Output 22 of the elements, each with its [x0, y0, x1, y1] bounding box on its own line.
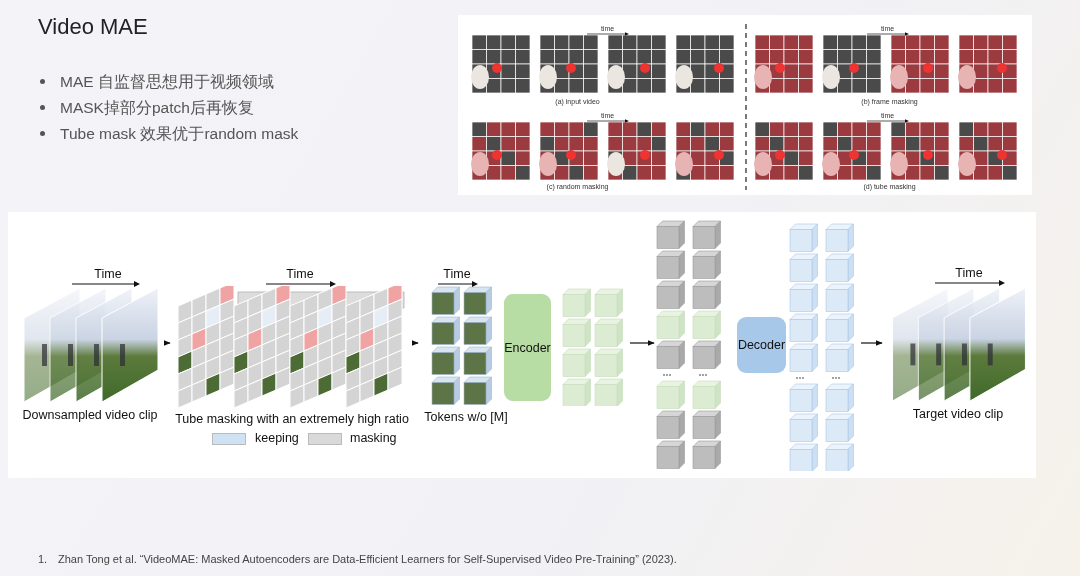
- bullet-text: MASK掉部分patch后再恢复: [40, 98, 254, 119]
- legend-label: keeping: [255, 431, 299, 445]
- legend-label: masking: [350, 431, 397, 445]
- arrow: [411, 340, 419, 346]
- node-label: Downsampled video clip: [22, 408, 158, 422]
- slide-title: Video MAE: [38, 14, 148, 40]
- time-label: Time: [442, 267, 472, 281]
- citation-text: Zhan Tong et al. “VideoMAE: Masked Autoencoders are Data-Efficient Learners for Self-Supervised Video Pre-Training” (2023).: [58, 553, 677, 565]
- arrow: [629, 340, 655, 346]
- arrow: [860, 340, 883, 346]
- node-label: Tokens w/o [M]: [424, 410, 508, 424]
- footnote-number: 1.: [38, 553, 48, 565]
- time-label: Time: [93, 267, 123, 281]
- node-label: Target video clip: [912, 407, 1004, 421]
- time-label: Time: [285, 267, 315, 281]
- time-label: Time: [954, 266, 984, 280]
- decoder-block: Decoder: [737, 317, 786, 373]
- arrow: [163, 340, 171, 346]
- encoder-block: Encoder: [504, 294, 551, 401]
- bullet-text: Tube mask 效果优于random mask: [40, 124, 299, 145]
- node-label: Tube masking with an extremely high ratio: [175, 412, 409, 426]
- bullet-text: MAE 自监督思想用于视频领域: [40, 72, 274, 93]
